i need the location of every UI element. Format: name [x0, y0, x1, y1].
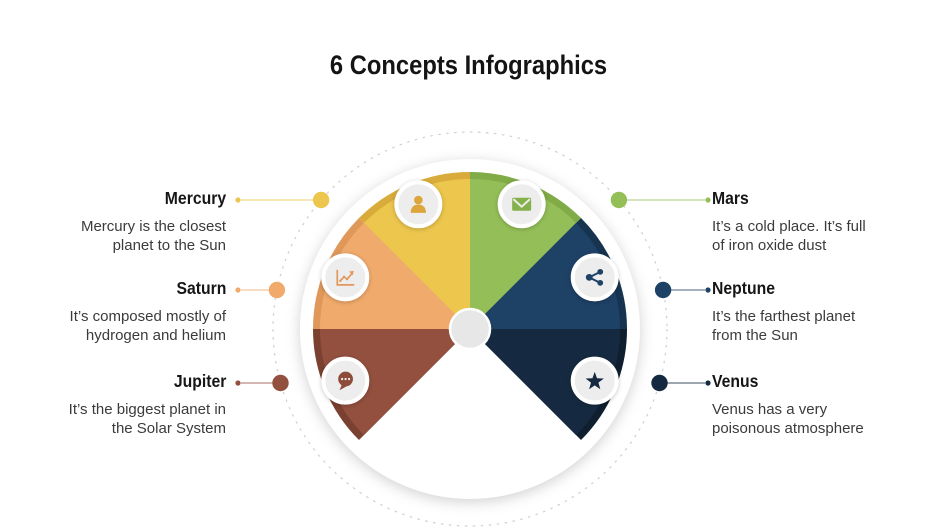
connector-dot	[654, 281, 672, 299]
connector-small-dot	[235, 197, 241, 203]
connector-small-dot	[705, 197, 711, 203]
item-title: Saturn	[176, 278, 226, 298]
item-block-neptune: Neptune It’s the farthest planet from th…	[712, 278, 930, 345]
item-description: It’s a cold place. It’s full of iron oxi…	[712, 218, 866, 254]
connector-mars	[610, 191, 711, 209]
wedge-mercury	[363, 179, 470, 329]
connector-neptune	[654, 281, 711, 299]
item-description: It’s the biggest planet in the Solar Sys…	[68, 401, 226, 437]
connector-dot	[651, 374, 668, 392]
connector-small-dot	[235, 287, 241, 293]
item-title: Mercury	[164, 188, 226, 208]
item-description: Mercury is the closest planet to the Sun	[80, 218, 226, 254]
item-block-venus: Venus Venus has a very poisonous atmosph…	[712, 371, 930, 438]
connector-small-dot	[235, 380, 241, 386]
star-icon	[570, 356, 619, 405]
wedge-saturn	[319, 222, 470, 329]
connector-mercury	[235, 191, 330, 209]
connector-dot	[610, 191, 628, 209]
item-description: Venus has a very poisonous atmosphere	[712, 401, 864, 437]
speech-bubble-icon	[321, 356, 370, 405]
connector-saturn	[235, 281, 286, 299]
wedge-neptune	[470, 222, 620, 329]
person-icon	[394, 180, 443, 229]
item-block-mars: Mars It’s a cold place. It’s full of iro…	[712, 188, 930, 255]
share-icon	[570, 253, 619, 302]
wedge-venus	[470, 329, 620, 436]
connector-dot	[312, 191, 330, 209]
wedge-jupiter	[319, 329, 470, 436]
item-description: It’s the farthest planet from the Sun	[712, 308, 856, 344]
wheel-center	[448, 307, 492, 351]
connector-dot	[272, 374, 289, 392]
item-block-saturn: Saturn It’s composed mostly of hydrogen …	[8, 278, 226, 345]
item-title: Venus	[712, 371, 759, 391]
connector-jupiter	[235, 374, 289, 392]
page-title: 6 Concepts Infographics	[329, 50, 608, 80]
dashed-guide-circle	[272, 131, 668, 527]
connector-dot	[268, 281, 286, 299]
item-description: It’s composed mostly of hydrogen and hel…	[69, 308, 226, 344]
connector-venus	[651, 374, 711, 392]
item-block-jupiter: Jupiter It’s the biggest planet in the S…	[8, 371, 226, 438]
item-title: Neptune	[712, 278, 775, 298]
item-title: Jupiter	[173, 371, 226, 391]
envelope-icon	[497, 180, 546, 229]
wedge-mars	[470, 179, 577, 329]
connector-small-dot	[705, 287, 711, 293]
line-chart-icon	[321, 253, 370, 302]
item-title: Mars	[712, 188, 749, 208]
item-block-mercury: Mercury Mercury is the closest planet to…	[8, 188, 226, 255]
icon-badge	[570, 253, 619, 302]
connector-small-dot	[705, 380, 711, 386]
